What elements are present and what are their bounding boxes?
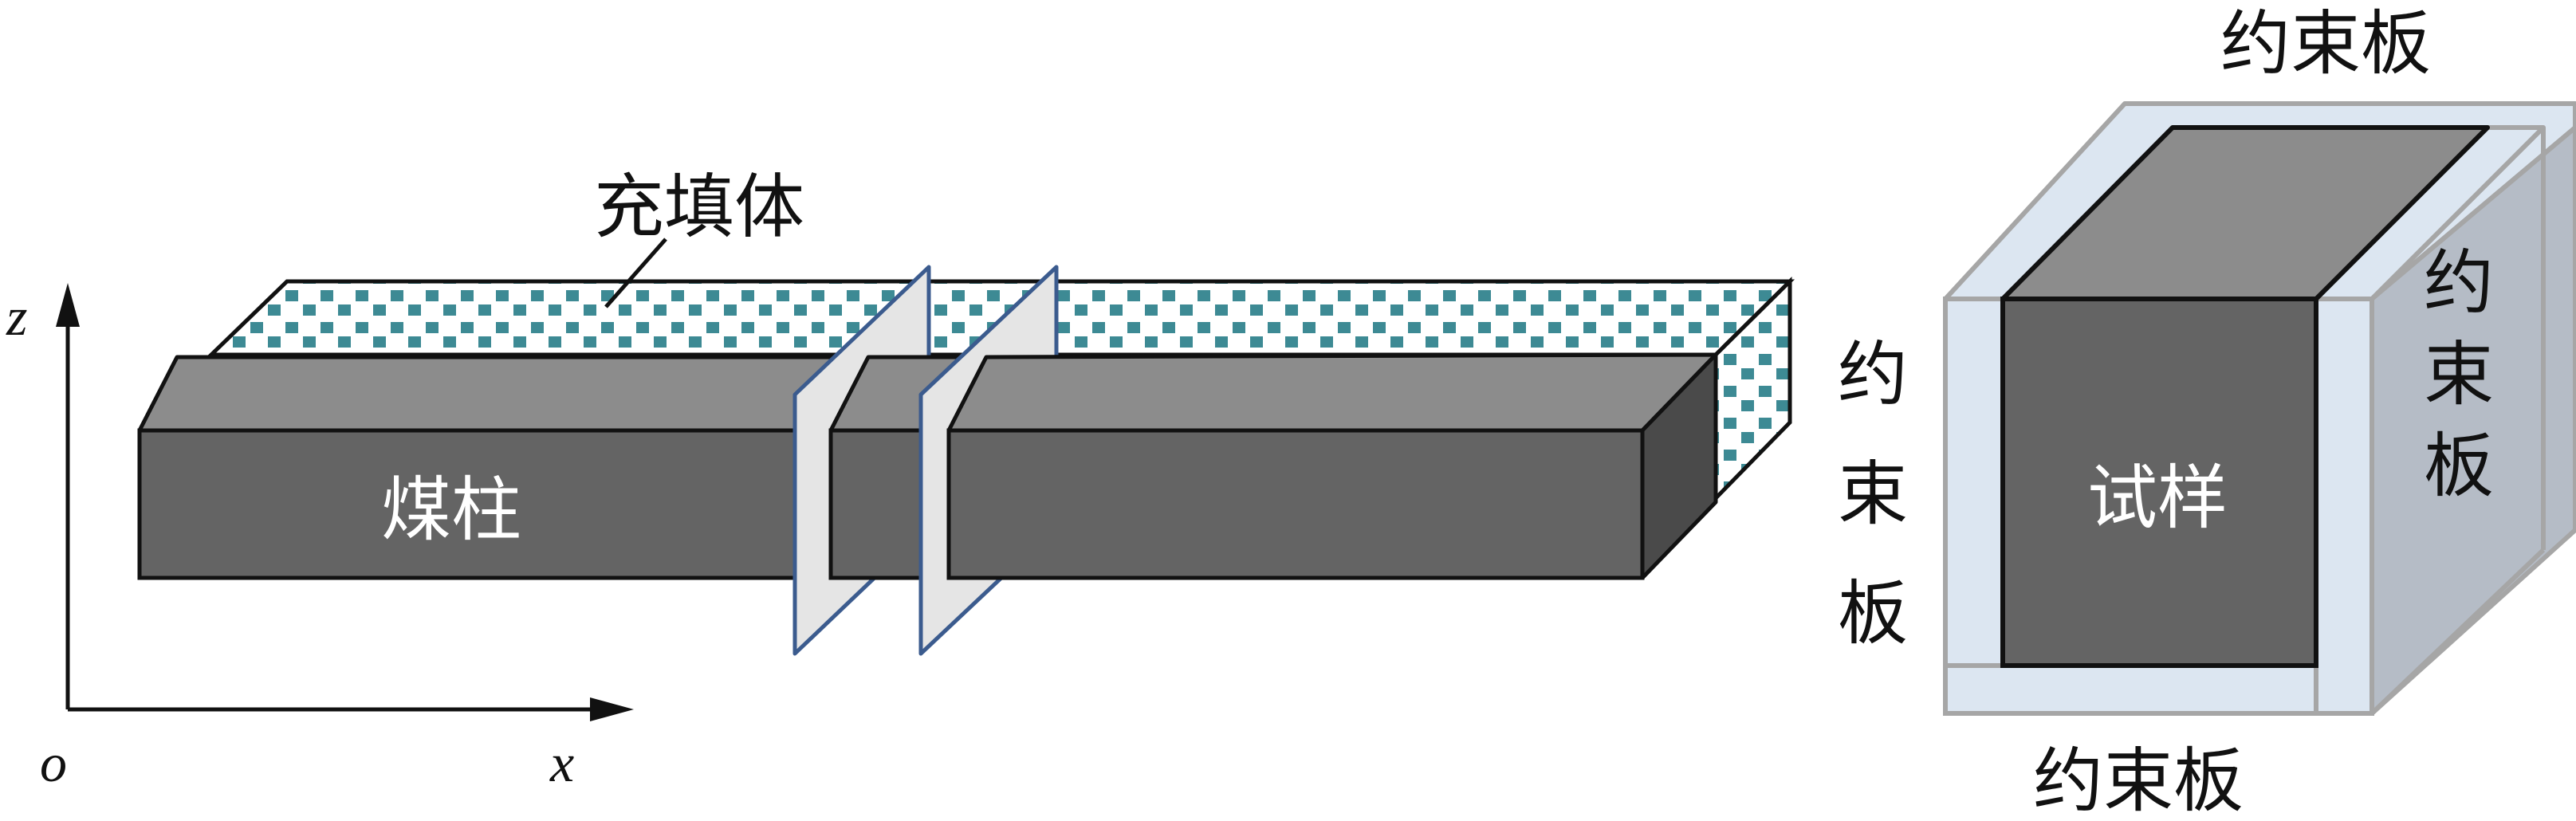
plate-right-char-1: 约 [2424,242,2494,324]
origin-label: o [40,733,67,793]
z-axis-arrow [56,283,80,327]
plate-right-char-3: 板 [2424,425,2494,507]
plate-right-label: 约 束 板 [2424,242,2494,507]
plate-right-bottom-edge [2370,548,2546,716]
plate-left-char-1: 约 [1838,333,1908,415]
coal-segment-left [137,355,873,580]
x-axis-arrow [590,697,634,721]
axes: z o x [6,283,634,793]
plate-top-label: 约束板 [2220,2,2431,84]
specimen-label: 试样 [2087,457,2228,539]
coal-front-face [946,428,1645,580]
coal-pillar-label: 煤柱 [381,469,521,551]
x-axis-label: x [549,733,574,793]
coal-end-face [1640,352,1718,580]
plate-left-char-2: 束 [1838,453,1908,535]
plate-right-front-strip [2314,297,2374,716]
specimen-front-face [2000,297,2318,668]
coal-front-face [137,428,836,580]
plate-right-char-2: 束 [2424,333,2494,415]
z-axis-label: z [6,286,27,347]
plate-left-char-3: 板 [1838,572,1908,654]
filler-label: 充填体 [594,166,804,248]
plate-left-label: 约 束 板 [1838,333,1908,654]
specimen-assembly [1943,101,2576,716]
plate-bottom-strip [1943,663,2374,716]
filler-leader-line [604,238,667,308]
coal-top-face [137,355,873,433]
coal-segment-right [946,352,1718,580]
plate-bottom-label: 约束板 [2033,740,2244,821]
coal-top-face [946,352,1718,433]
